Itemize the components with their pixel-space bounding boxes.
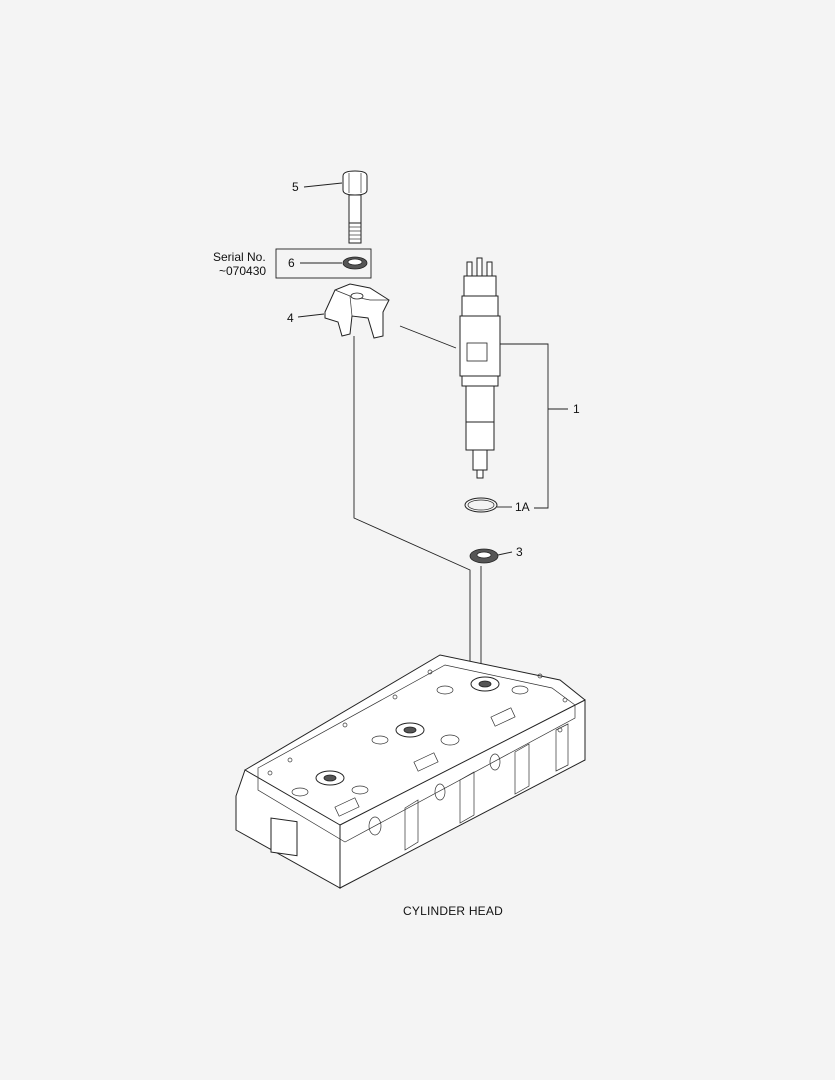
callout-washer: 6 (288, 256, 295, 270)
cylinder-head-part (235, 654, 586, 889)
bracket-1 (500, 343, 549, 509)
callout-bolt: 5 (292, 180, 299, 194)
serial-note-line1: Serial No. (213, 250, 266, 264)
serial-note-line2: ~070430 (219, 264, 267, 278)
bolt-part (342, 170, 368, 244)
callout-o-ring: 1A (515, 500, 530, 514)
diagram-caption: CYLINDER HEAD (403, 904, 503, 918)
seal-part (469, 548, 499, 564)
leader-5 (303, 182, 343, 188)
injector-part (459, 257, 501, 479)
clamp-part (324, 283, 390, 339)
leader-4 (297, 313, 325, 318)
callout-clamp: 4 (287, 311, 294, 325)
washer-part (342, 256, 368, 270)
serial-bracket-box (275, 248, 372, 279)
callout-injector: 1 (573, 402, 580, 416)
callout-seal: 3 (516, 545, 523, 559)
alignment-line (353, 336, 471, 680)
o-ring-part (464, 497, 498, 513)
